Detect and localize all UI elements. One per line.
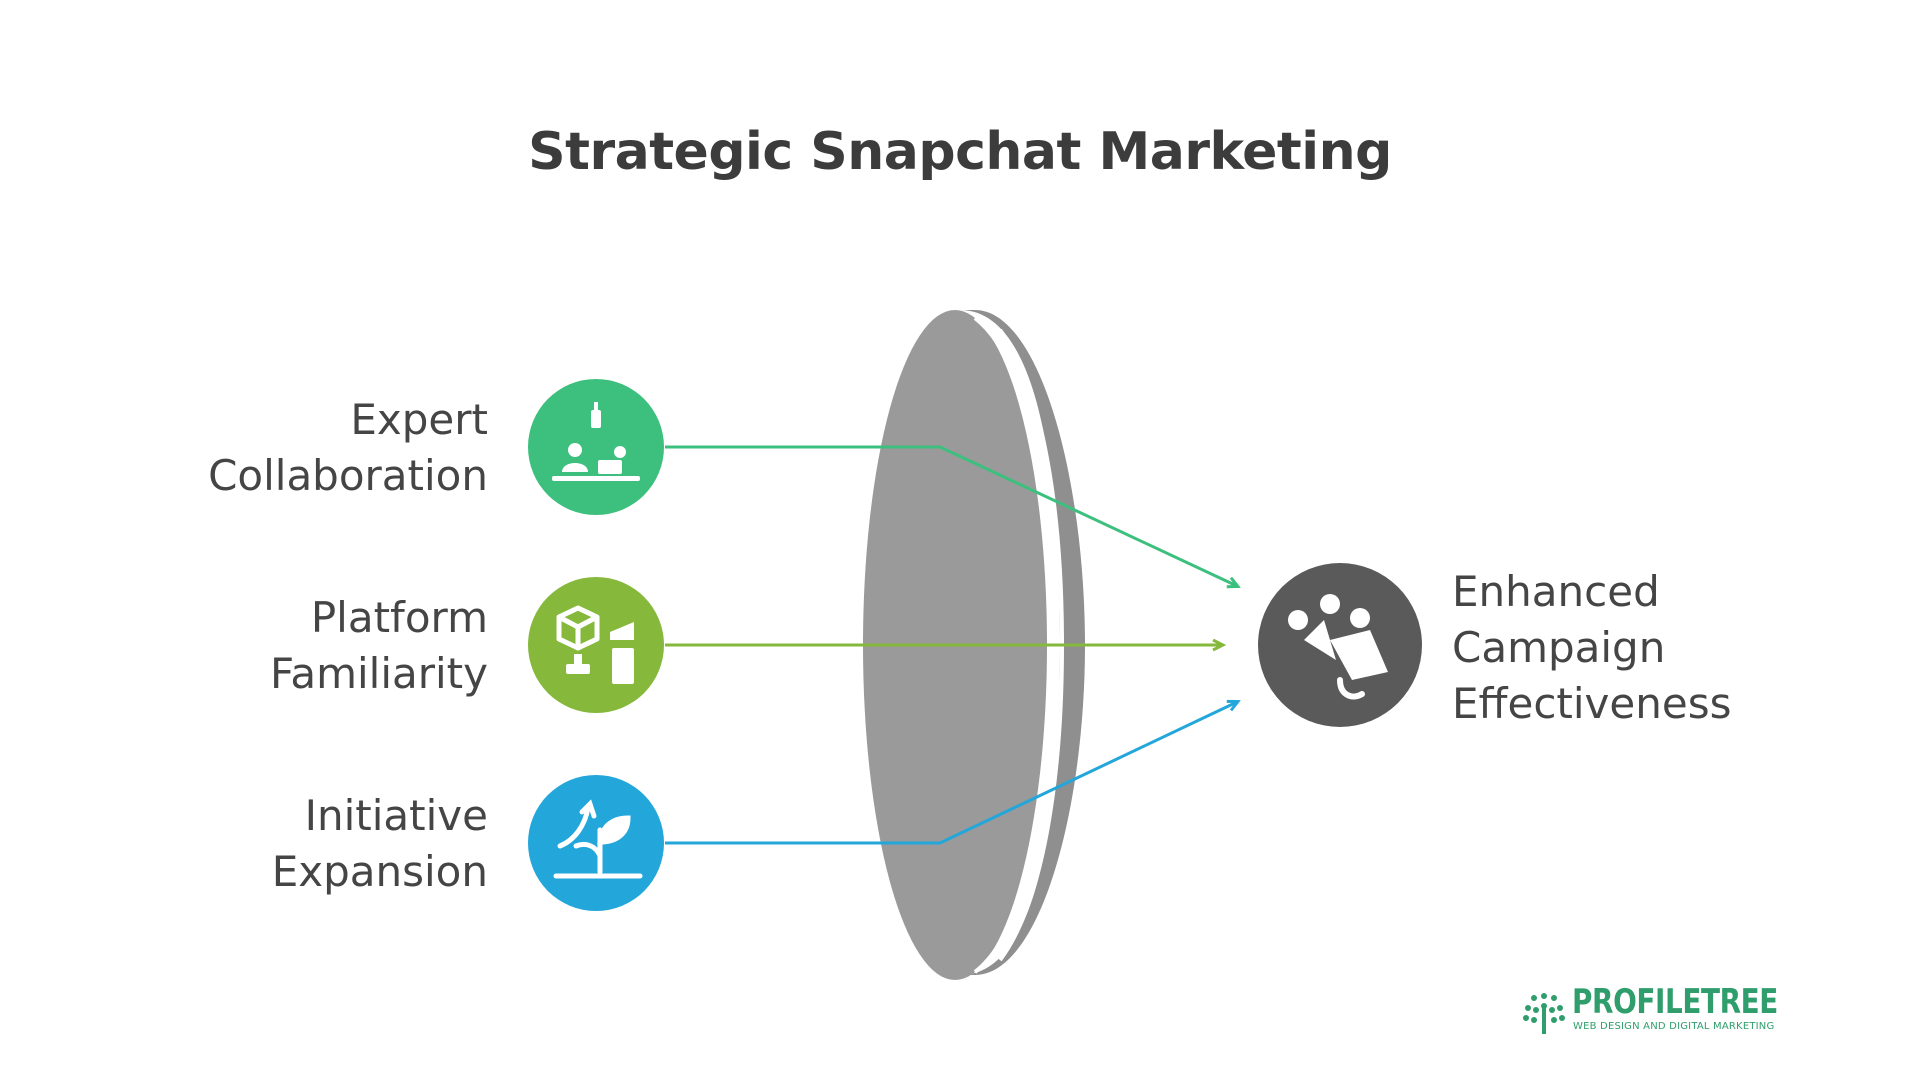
label-line: Expansion — [271, 847, 488, 896]
label-line: Collaboration — [208, 451, 488, 500]
label-initiative-expansion: Initiative Expansion — [68, 788, 488, 900]
label-line: Expert — [350, 395, 488, 444]
label-line: Familiarity — [270, 649, 488, 698]
label-line: Enhanced — [1452, 567, 1660, 616]
arrow-initiative-expansion — [665, 702, 1237, 845]
enhanced-campaign-node — [1258, 563, 1422, 727]
team-megaphone-icon — [1288, 594, 1388, 700]
logo-tagline: WEB DESIGN AND DIGITAL MARKETING — [1573, 1021, 1775, 1032]
profiletree-logo: PROFILETREE WEB DESIGN AND DIGITAL MARKE… — [1514, 982, 1778, 1034]
label-line: Effectiveness — [1452, 679, 1732, 728]
growth-sprout-icon — [553, 799, 643, 879]
label-line: Campaign — [1452, 623, 1666, 672]
platform-familiarity-node — [528, 577, 664, 713]
profiletree-logo-icon — [1523, 993, 1565, 1034]
platform-blocks-icon — [556, 605, 600, 651]
team-collaboration-icon — [552, 402, 640, 481]
initiative-expansion-node — [528, 775, 664, 911]
label-platform-familiarity: Platform Familiarity — [68, 590, 488, 702]
arrow-expert-collaboration — [665, 445, 1237, 586]
label-line: Platform — [310, 593, 488, 642]
expert-collaboration-node — [528, 379, 664, 515]
diagram-title: Strategic Snapchat Marketing — [528, 122, 1392, 182]
label-line: Initiative — [304, 791, 488, 840]
label-expert-collaboration: Expert Collaboration — [68, 392, 488, 504]
logo-name: PROFILETREE — [1572, 982, 1778, 1022]
label-enhanced-campaign-effectiveness: Enhanced Campaign Effectiveness — [1452, 564, 1872, 732]
